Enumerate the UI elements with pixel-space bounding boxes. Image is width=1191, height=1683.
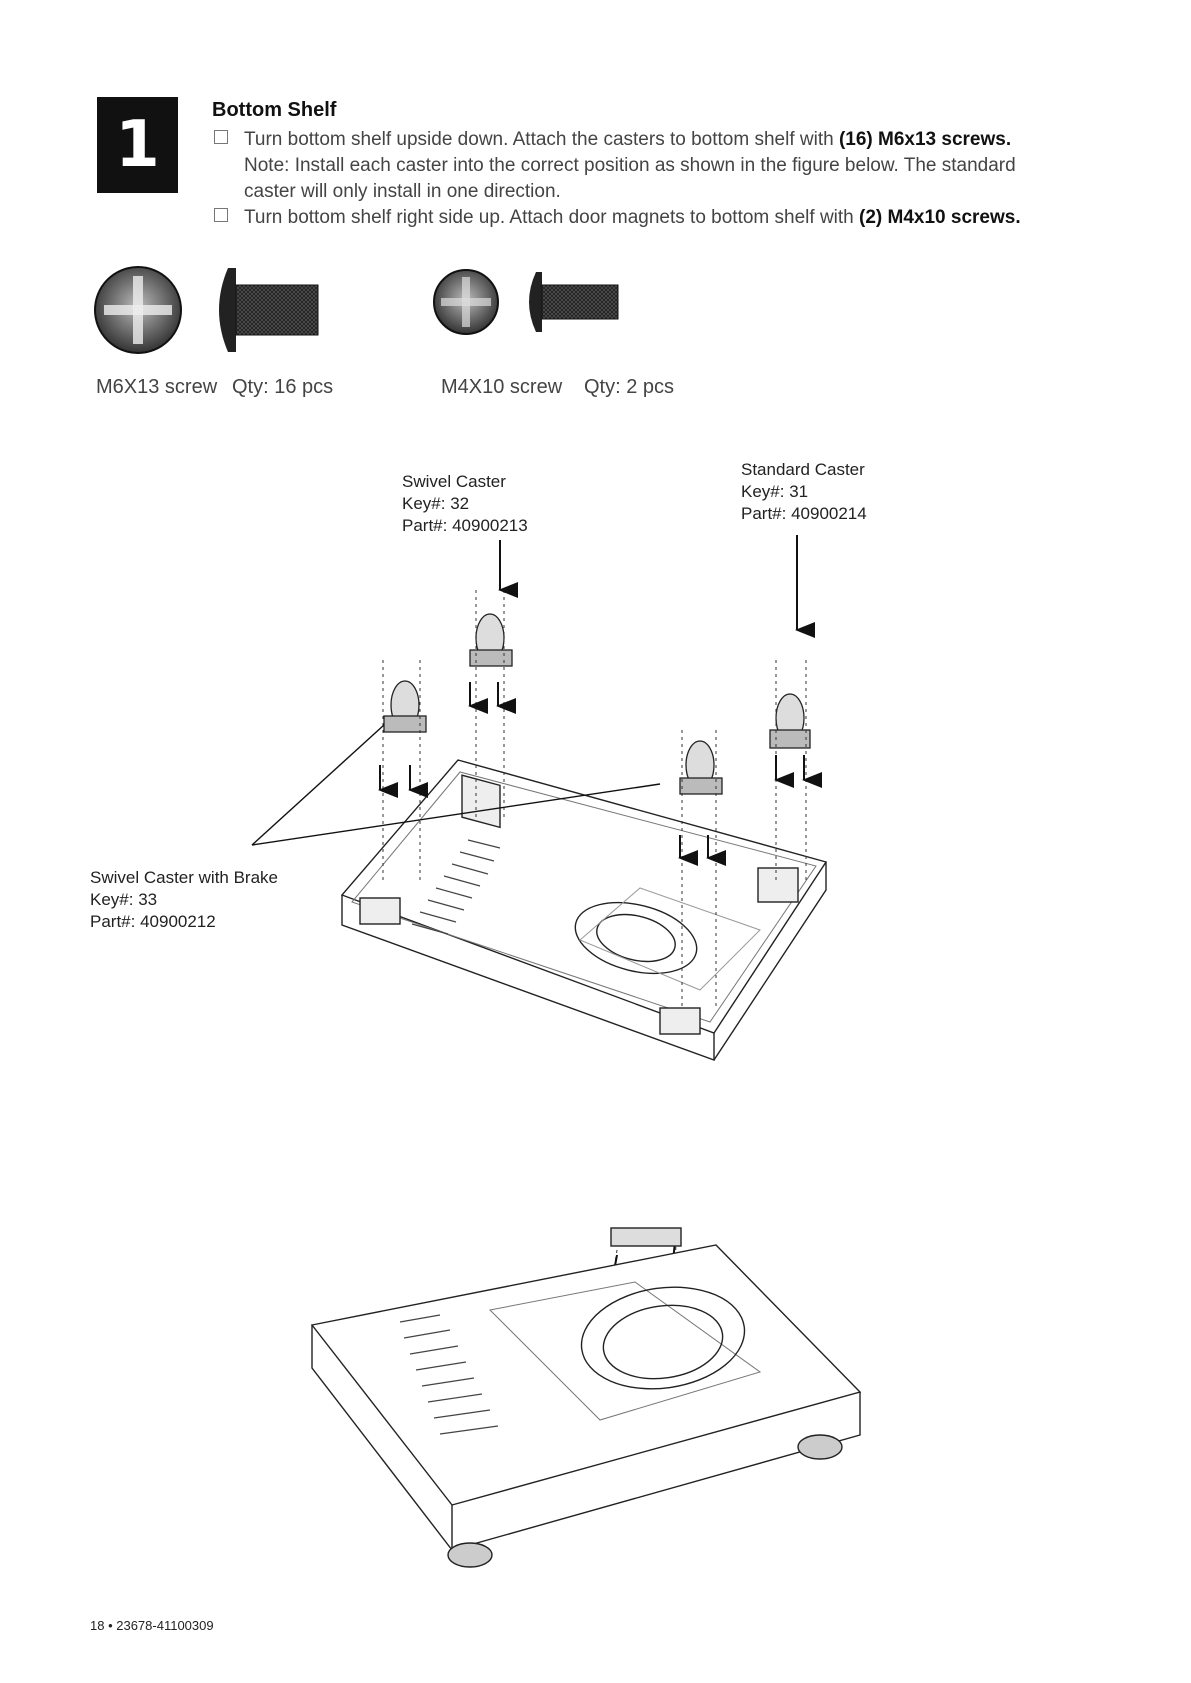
brake-caster-name: Swivel Caster with Brake — [90, 868, 279, 887]
instruction-1-note: Note: Install each caster into the corre… — [244, 155, 1016, 202]
standard-caster-part: Part#: 40900214 — [741, 504, 867, 523]
swivel-caster-name: Swivel Caster — [402, 472, 506, 491]
m6x13-screw-head-icon — [94, 266, 182, 354]
m4x10-screw-label: M4X10 screw — [441, 376, 563, 398]
callout-swivel-caster: Swivel Caster Key#: 32 Part#: 40900213 — [402, 471, 528, 537]
standard-caster-name: Standard Caster — [741, 460, 865, 479]
page-footer: 18 • 23678-41100309 — [90, 1618, 214, 1633]
caster-icons — [383, 613, 811, 795]
bottom-shelf-right-side-up — [310, 1227, 862, 1568]
m4x10-screw-qty: Qty: 2 pcs — [584, 376, 675, 398]
instruction-2-text: Turn bottom shelf right side up. Attach … — [244, 207, 860, 228]
standard-caster-key: Key#: 31 — [741, 482, 809, 501]
callout-standard-caster: Standard Caster Key#: 31 Part#: 40900214 — [741, 459, 867, 525]
bottom-shelf-upside-down — [340, 759, 828, 1061]
callout-swivel-caster-brake: Swivel Caster with Brake Key#: 33 Part#:… — [90, 867, 278, 933]
m6x13-screw-label: M6X13 screw — [96, 376, 218, 398]
m6x13-screw-side-icon — [219, 268, 319, 352]
step-number-badge: 1 — [97, 97, 178, 193]
instruction-1-hardware: (16) M6x13 screws. — [838, 129, 1012, 150]
checkbox-icon — [214, 130, 228, 144]
instruction-item-1: Turn bottom shelf upside down. Attach th… — [212, 127, 1102, 205]
m4x10-screw-side-icon — [529, 272, 619, 332]
instruction-2-hardware: (2) M4x10 screws. — [859, 207, 1021, 228]
callout-leaders — [251, 724, 661, 846]
instruction-item-2: Turn bottom shelf right side up. Attach … — [212, 205, 1102, 231]
swivel-caster-key: Key#: 32 — [402, 494, 470, 513]
checkbox-icon — [214, 208, 228, 222]
brake-caster-key: Key#: 33 — [90, 890, 158, 909]
swivel-caster-part: Part#: 40900213 — [402, 516, 528, 535]
instruction-1-text: Turn bottom shelf upside down. Attach th… — [244, 129, 839, 150]
m4x10-screw-head-icon — [433, 269, 499, 335]
m6x13-screw-qty: Qty: 16 pcs — [232, 376, 334, 398]
section-title: Bottom Shelf — [212, 99, 337, 121]
brake-caster-part: Part#: 40900212 — [90, 912, 216, 931]
